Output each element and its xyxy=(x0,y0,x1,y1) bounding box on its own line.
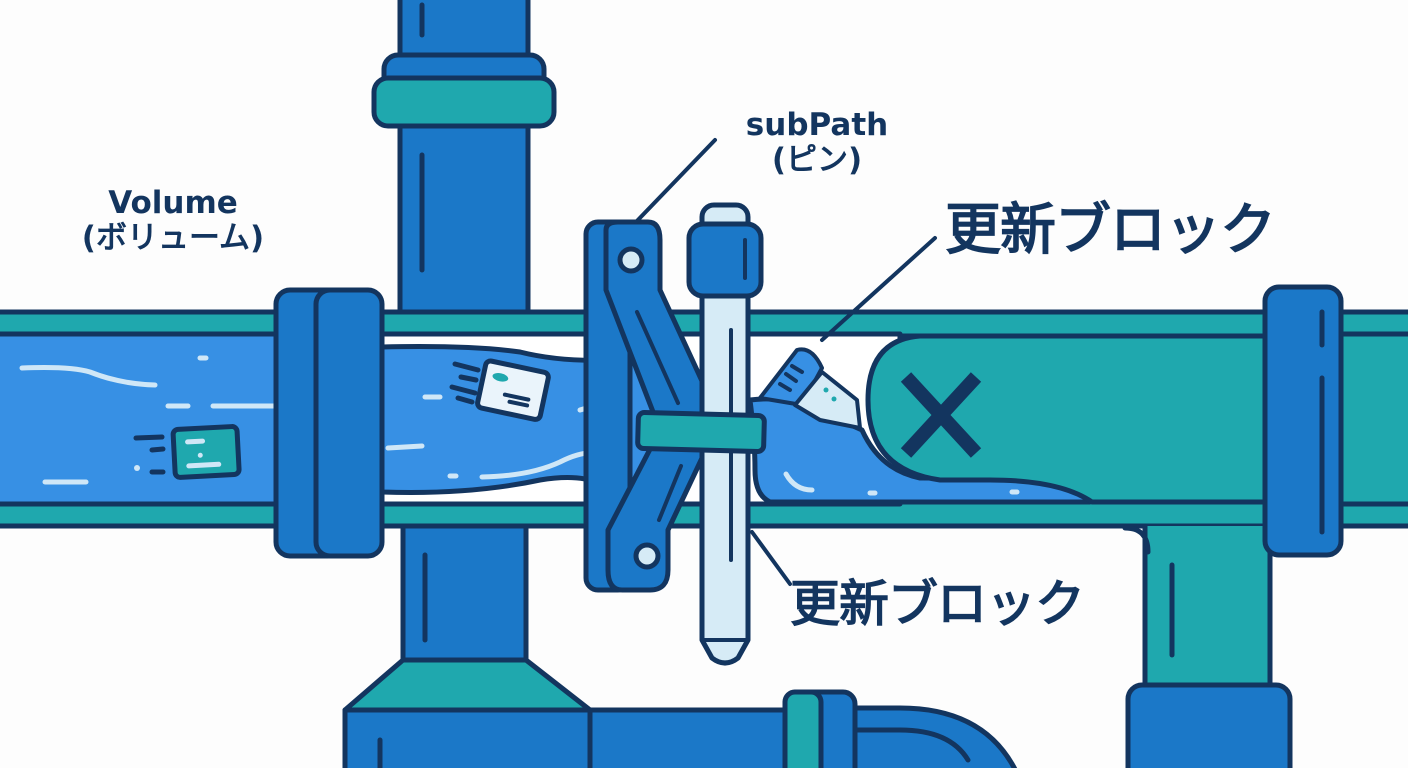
volume-label: Volume (ボリューム) xyxy=(58,186,288,255)
leader-block-bottom xyxy=(750,530,792,586)
update-block-label-bottom: 更新ブロック xyxy=(790,575,1085,633)
data-card-left xyxy=(133,424,242,480)
data-card-middle xyxy=(449,358,551,422)
clamp xyxy=(583,219,723,593)
subpath-label-ja: (ピン) xyxy=(771,141,863,178)
clamp-band xyxy=(635,410,767,455)
volume-label-en: Volume xyxy=(108,185,238,221)
update-block-label-top: 更新ブロック xyxy=(945,198,1276,263)
right-flange xyxy=(1262,284,1344,558)
leader-subpath xyxy=(634,138,717,224)
subpath-label: subPath (ピン) xyxy=(722,108,912,177)
subpath-label-en: subPath xyxy=(745,107,889,143)
vertical-pipe-top xyxy=(371,0,557,323)
blocked-x-icon xyxy=(900,372,982,458)
volume-flange xyxy=(273,287,385,559)
leader-block-top xyxy=(820,236,937,342)
vertical-pipe-bottom xyxy=(342,522,1018,768)
volume-label-ja: (ボリューム) xyxy=(81,219,265,256)
data-card-blocked xyxy=(758,347,862,430)
